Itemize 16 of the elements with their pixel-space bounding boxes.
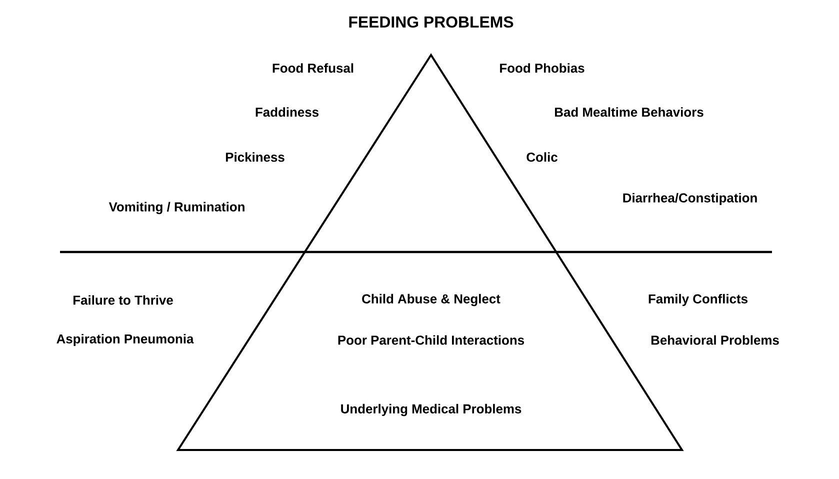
title: FEEDING PROBLEMS: [349, 16, 514, 28]
label: Diarrhea/Constipation: [623, 192, 757, 206]
label: Behavioral Problems: [651, 335, 779, 345]
label: Poor Parent-Child Interactions: [338, 335, 524, 345]
label: Child Abuse & Neglect: [362, 294, 500, 306]
label: Food Refusal: [272, 63, 354, 73]
label: Vomiting / Rumination: [108, 202, 244, 214]
label: Faddiness: [256, 107, 318, 117]
label: Family Conflicts: [648, 294, 748, 306]
label: Food Phobias: [500, 63, 584, 73]
label: Colic: [526, 152, 558, 162]
label: Pickiness: [226, 152, 284, 162]
label: Bad Mealtime Behaviors: [555, 107, 704, 117]
label: Aspiration Pneumonia: [56, 334, 194, 346]
label: Failure to Thrive: [73, 295, 173, 305]
label: Underlying Medical Problems: [341, 404, 522, 416]
